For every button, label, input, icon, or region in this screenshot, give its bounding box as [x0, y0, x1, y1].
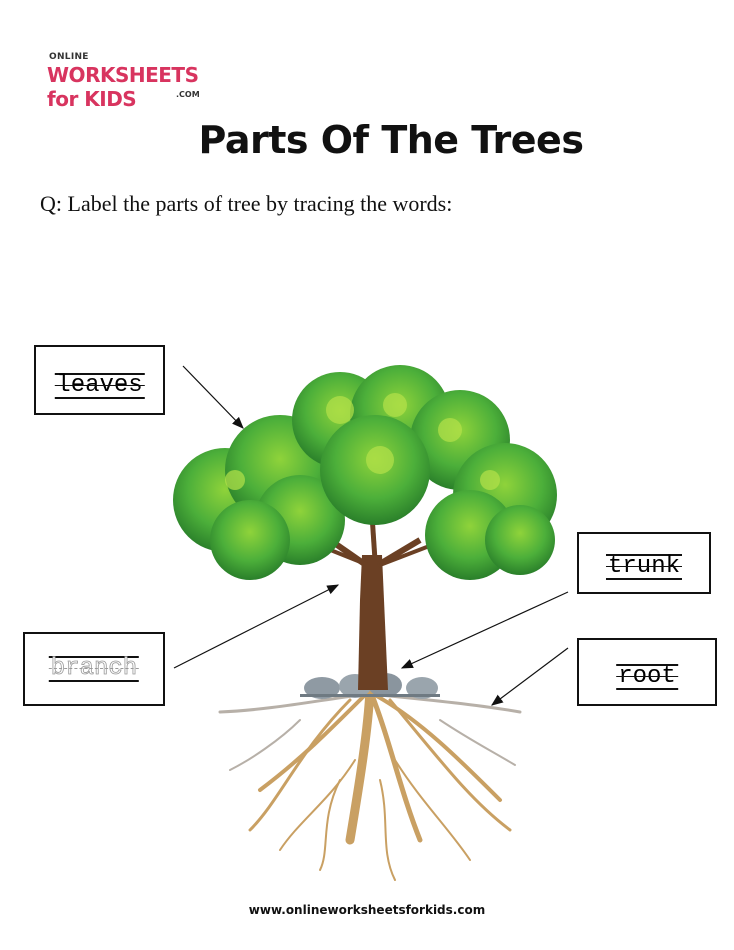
trace-word-trunk[interactable]: trunk	[605, 553, 683, 580]
roots-icon	[218, 685, 522, 881]
pointer-arrows	[173, 365, 569, 706]
page-title: Parts Of The Trees	[198, 118, 584, 162]
trace-word-leaves[interactable]: leaves	[54, 372, 145, 399]
trace-word-root[interactable]: root	[616, 663, 678, 690]
question-text: Q: Label the parts of tree by tracing th…	[40, 191, 453, 216]
arrow-branch	[173, 584, 340, 669]
site-logo: ONLINE WORKSHEETS for KIDS .COM	[44, 52, 214, 112]
label-box-trunk[interactable]: trunk	[577, 532, 711, 594]
label-box-branch[interactable]: branch	[23, 632, 165, 706]
leaves-icon	[173, 365, 557, 580]
label-box-leaves[interactable]: leaves	[34, 345, 165, 415]
logo-domain-text: .COM	[176, 90, 200, 99]
label-box-root[interactable]: root	[577, 638, 717, 706]
arrow-trunk	[400, 591, 569, 669]
trace-word-branch[interactable]: branch	[48, 655, 140, 682]
arrow-root	[491, 647, 569, 706]
logo-brand-text: WORKSHEETS for KIDS	[47, 63, 199, 111]
footer-url: www.onlineworksheetsforkids.com	[248, 903, 486, 917]
logo-online-text: ONLINE	[49, 52, 89, 62]
arrow-leaves	[182, 365, 244, 429]
